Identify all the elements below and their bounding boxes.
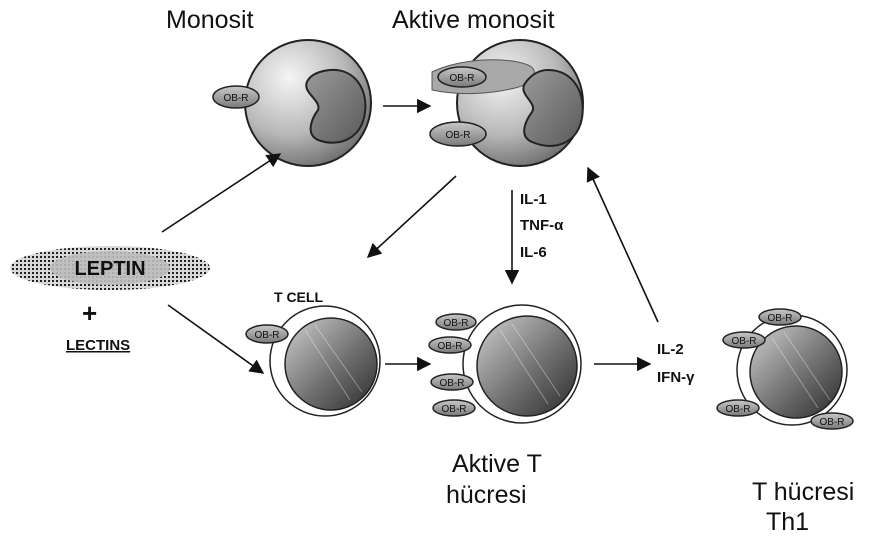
aktive-t-label-line1: Aktive T [452, 450, 542, 478]
cytokine-il-2: IL-2 [657, 341, 684, 358]
arrow-cytokines-to-active-monocyte [588, 168, 658, 322]
active-monocyte-nucleus [523, 70, 582, 146]
ob-r-receptor: OB-R [717, 400, 759, 416]
svg-text:OB-R: OB-R [768, 313, 793, 324]
ob-r-receptor: OB-R [430, 122, 486, 146]
aktive-t-label-line2: hücresi [446, 481, 527, 509]
svg-text:OB-R: OB-R [255, 330, 280, 341]
ob-r-receptor: OB-R [429, 337, 471, 353]
ob-r-receptor: OB-R [811, 413, 853, 429]
svg-text:OB-R: OB-R [438, 341, 463, 352]
leptin-label: LEPTIN [74, 258, 145, 280]
ob-r-receptor: OB-R [436, 314, 476, 330]
cytokine-il-1: IL-1 [520, 191, 547, 208]
svg-text:OB-R: OB-R [440, 378, 465, 389]
tcell-cytokines: IL-2 IFN-γ [657, 341, 695, 386]
cytokine-ifn-gamma: IFN-γ [657, 369, 695, 386]
leptin-molecule: LEPTIN [10, 246, 210, 290]
svg-text:OB-R: OB-R [444, 318, 469, 329]
lectins-label: LECTINS [66, 337, 130, 354]
ob-r-receptor: OB-R [246, 325, 288, 343]
th1-label-line1: T hücresi [752, 478, 854, 506]
ob-r-receptor: OB-R [723, 332, 765, 348]
ob-r-receptor: OB-R [213, 86, 259, 108]
arrow-leptin-to-monocyte [162, 154, 280, 232]
active-t-cell: OB-R OB-R OB-R OB-R [429, 305, 581, 423]
t-cell-label: T CELL [274, 289, 323, 305]
svg-text:OB-R: OB-R [732, 336, 757, 347]
ob-r-receptor: OB-R [438, 67, 486, 87]
ob-r-receptor: OB-R [759, 309, 801, 325]
th1-cell: OB-R OB-R OB-R OB-R [717, 309, 853, 429]
svg-text:OB-R: OB-R [726, 404, 751, 415]
svg-text:OB-R: OB-R [450, 73, 475, 84]
ob-r-receptor: OB-R [431, 374, 473, 390]
monocyte-cell: OB-R [213, 40, 371, 166]
monocyte-cytokines: IL-1 TNF-α IL-6 [520, 191, 564, 261]
arrow-active-monocyte-to-tcell [368, 176, 456, 257]
cytokine-tnf-alpha: TNF-α [520, 217, 564, 234]
aktive-monosit-label: Aktive monosit [392, 6, 555, 34]
cytokine-il-6: IL-6 [520, 244, 547, 261]
ob-r-receptor: OB-R [433, 400, 475, 416]
plus-sign: + [82, 298, 97, 328]
t-cell: OB-R [246, 306, 380, 416]
svg-text:OB-R: OB-R [442, 404, 467, 415]
monosit-label: Monosit [166, 6, 254, 34]
th1-label-line2: Th1 [766, 508, 809, 536]
active-monocyte-cell: OB-R OB-R [430, 40, 583, 166]
svg-text:OB-R: OB-R [820, 417, 845, 428]
svg-text:OB-R: OB-R [446, 130, 471, 141]
svg-text:OB-R: OB-R [224, 93, 249, 104]
